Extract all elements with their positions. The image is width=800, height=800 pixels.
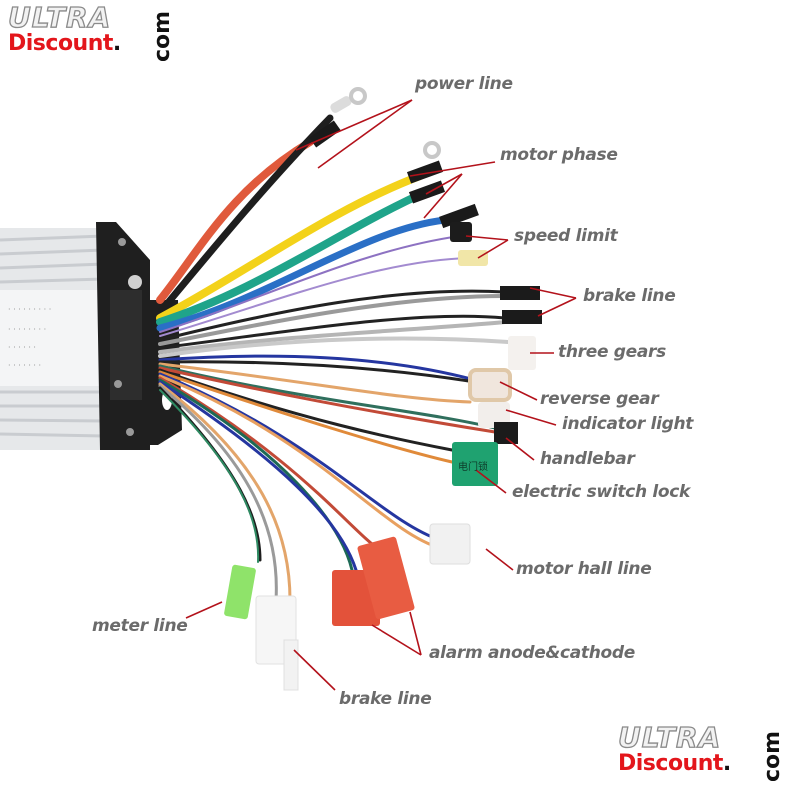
label-power-line: power line bbox=[415, 74, 513, 94]
logo-discount-text: Discount bbox=[8, 31, 113, 56]
logo-dot: . bbox=[722, 751, 731, 776]
indicator-light-connector bbox=[478, 402, 510, 428]
brand-logo-bottom: ULTRA Discount. com bbox=[617, 721, 785, 782]
svg-text:· · · · · · · · ·: · · · · · · · · · bbox=[8, 305, 51, 314]
label-electric-switch-lock: electric switch lock bbox=[512, 482, 691, 502]
connectors bbox=[224, 87, 542, 691]
handlebar-connector bbox=[494, 422, 518, 444]
hall-connector bbox=[429, 523, 471, 565]
label-meter-line: meter line bbox=[92, 616, 188, 636]
logo-com-text: com bbox=[760, 730, 785, 782]
label-three-gears: three gears bbox=[558, 342, 666, 362]
switch-lock-connector-text: 电门锁 bbox=[458, 462, 488, 473]
controller-end-plate bbox=[96, 222, 182, 450]
label-indicator-light: indicator light bbox=[562, 414, 694, 434]
label-speed-limit: speed limit bbox=[514, 226, 618, 246]
svg-text:· · · · · · ·: · · · · · · · bbox=[8, 361, 41, 370]
leader-lines bbox=[185, 99, 577, 691]
power-ring-terminal bbox=[330, 96, 352, 113]
alarm-connector-2 bbox=[357, 536, 415, 620]
wire-phase-blue bbox=[156, 216, 449, 332]
wire-power-black bbox=[158, 114, 334, 314]
meter-connector bbox=[224, 564, 256, 620]
brake-connector-2 bbox=[502, 310, 542, 324]
label-brake-line-top: brake line bbox=[583, 286, 676, 306]
label-motor-phase: motor phase bbox=[500, 145, 618, 165]
wire-phase-green bbox=[156, 186, 434, 326]
label-alarm-anode-cathode: alarm anode&cathode bbox=[429, 643, 636, 663]
switch-lock-connector bbox=[452, 442, 498, 486]
logo-com-text: com bbox=[150, 10, 175, 62]
reverse-gear-connector bbox=[468, 368, 512, 402]
speed-limit-connector bbox=[450, 222, 472, 242]
logo-dot: . bbox=[112, 31, 121, 56]
label-brake-line-bottom: brake line bbox=[339, 689, 432, 709]
wire-harness bbox=[156, 114, 510, 602]
svg-text:· · · · · · · ·: · · · · · · · · bbox=[8, 325, 46, 334]
wire-phase-yellow bbox=[156, 172, 424, 322]
label-reverse-gear: reverse gear bbox=[540, 389, 659, 409]
svg-text:· · · · · ·: · · · · · · bbox=[8, 343, 36, 352]
logo-ultra-text: ULTRA bbox=[617, 721, 722, 754]
three-gears-connector bbox=[508, 336, 536, 370]
wire-power-red bbox=[156, 138, 314, 304]
brake-connector-1 bbox=[500, 286, 540, 300]
label-motor-hall-line: motor hall line bbox=[516, 559, 652, 579]
logo-discount-text: Discount bbox=[618, 751, 723, 776]
logo-ultra-text: ULTRA bbox=[7, 1, 112, 34]
brand-logo-top: ULTRA Discount. com bbox=[7, 1, 175, 62]
controller-body: · · · · · · · · · · · · · · · · · · · · … bbox=[0, 228, 105, 450]
label-handlebar: handlebar bbox=[540, 449, 635, 469]
